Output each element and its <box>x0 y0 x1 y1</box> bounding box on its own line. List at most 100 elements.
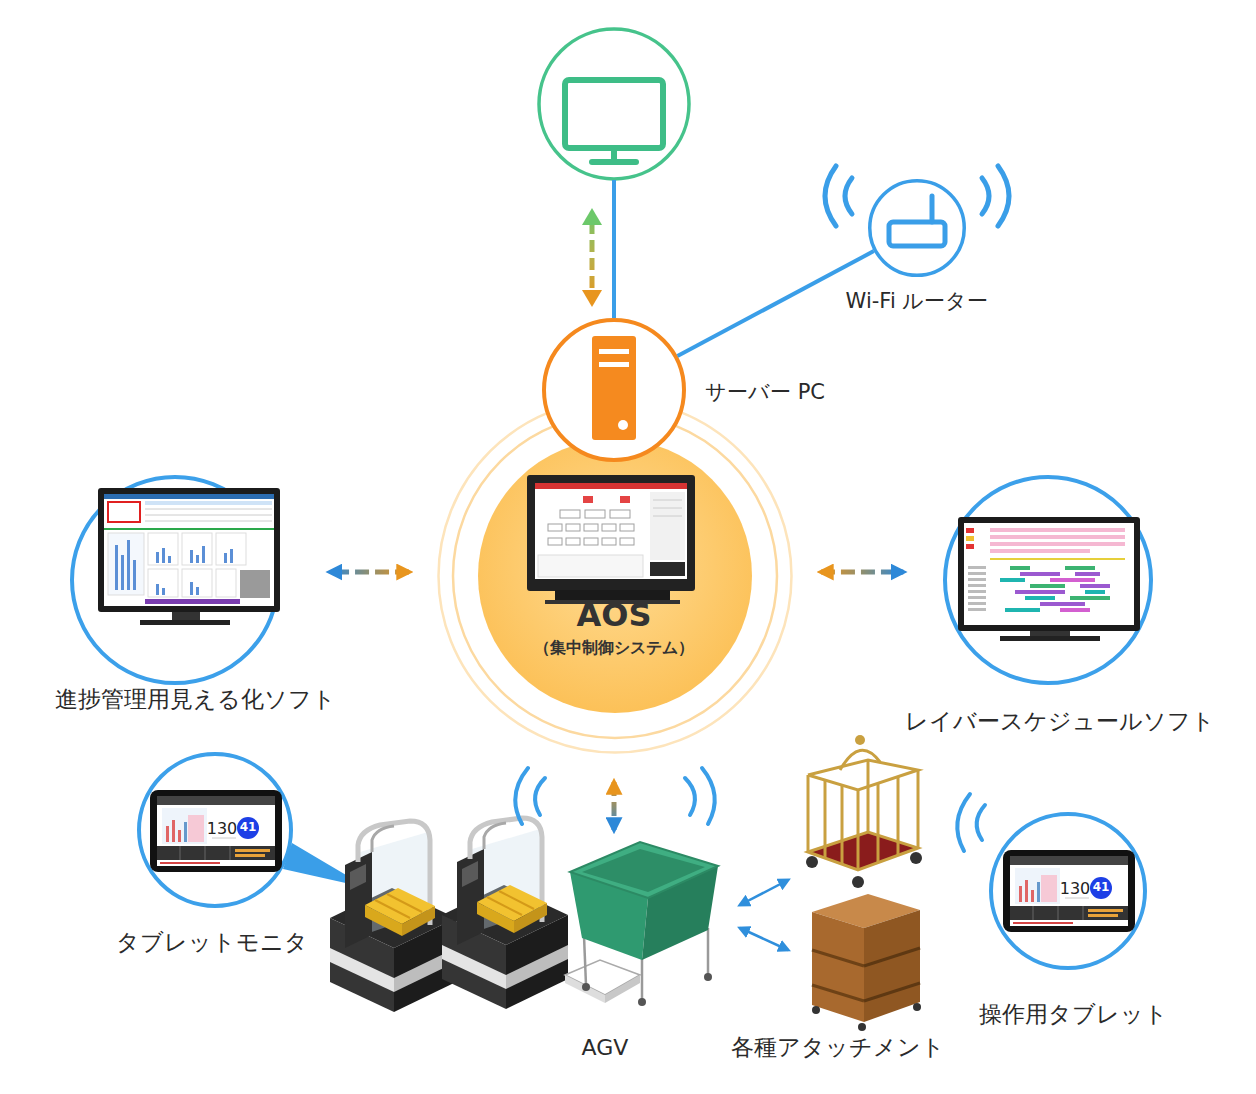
signal-waves-part <box>957 794 970 851</box>
node-box: レイバースケジュールソフト <box>943 475 1153 685</box>
wooden-shelf <box>812 894 921 1031</box>
system-ring <box>453 414 777 738</box>
node-outline <box>943 475 1153 685</box>
bell-cart-part-part <box>867 760 870 832</box>
wooden-shelf-part-part <box>858 1023 866 1031</box>
wooden-shelf-part-part <box>913 1003 921 1011</box>
callout-pointer <box>283 843 368 888</box>
system-ring <box>439 400 792 753</box>
wifi-waves-part <box>825 166 836 226</box>
connector <box>740 880 788 905</box>
bell-cart-part-part <box>807 775 810 852</box>
connector <box>821 570 903 575</box>
node-circle <box>72 477 278 683</box>
connector <box>330 570 409 575</box>
cart-agv-part <box>570 842 718 898</box>
cart-agv-part-part <box>704 973 712 981</box>
wooden-shelf-part <box>812 894 920 928</box>
bell-cart-part-part <box>824 780 827 858</box>
node-box: Wi-Fi ルーター <box>868 179 966 277</box>
wooden-shelf-part <box>812 950 864 966</box>
node-box: 進捗管理用見える化ソフト <box>70 475 280 685</box>
node-circle <box>991 814 1145 968</box>
wifi-waves-part <box>998 166 1009 226</box>
display-circle-part <box>565 80 663 148</box>
bell-cart-part-part <box>841 785 844 864</box>
cart-agv-part <box>582 973 712 1006</box>
wooden-shelf-part-part <box>812 1006 820 1014</box>
wifi-waves-part <box>845 178 852 214</box>
cart-agv-part-part <box>638 998 646 1006</box>
connector <box>677 251 873 356</box>
bell-cart <box>806 735 922 888</box>
node-outline <box>542 318 686 462</box>
node-outline <box>70 475 280 685</box>
bell-cart-part-part <box>917 770 920 848</box>
bell-cart-part <box>855 735 865 745</box>
wooden-shelf-part <box>864 948 920 966</box>
screen-value: 41 <box>1093 881 1110 894</box>
wooden-shelf-part <box>864 983 920 1001</box>
cart-agv-part <box>584 928 708 1000</box>
signal-waves-part <box>977 805 985 840</box>
cart-agv-part <box>605 975 640 1003</box>
cart-agv-part <box>582 849 705 892</box>
cart-agv-part-part <box>582 983 590 991</box>
cart-agv-part <box>565 960 640 995</box>
display-link-part <box>582 208 602 225</box>
wooden-shelf-part <box>812 912 864 1022</box>
bell-cart-part-part <box>840 750 880 770</box>
display-link-part <box>612 180 616 318</box>
signal-waves-part <box>685 778 695 815</box>
bell-cart-part-part <box>808 760 918 790</box>
display-circle-part <box>539 29 689 179</box>
cart-agv-part-part <box>584 936 586 985</box>
node-circle <box>544 320 684 460</box>
signal-waves-part <box>535 778 545 815</box>
connector <box>612 782 617 830</box>
node-outline <box>868 179 966 277</box>
signal-waves-part <box>515 768 528 824</box>
node-circle <box>945 477 1151 683</box>
system-core <box>478 439 752 713</box>
cart-agv-part-part <box>641 958 644 1000</box>
cart-agv-part <box>570 872 648 960</box>
node-label: 操作用タブレット <box>979 1002 1168 1027</box>
node-label: （集中制御システム） <box>534 639 694 657</box>
bell-cart-part-part <box>897 777 900 855</box>
wooden-shelf-part <box>812 1003 921 1031</box>
display-circle-part <box>592 159 636 165</box>
cart-agv-part <box>642 866 718 960</box>
signal-waves <box>515 768 985 851</box>
screen-value: 41 <box>240 821 257 834</box>
node-label: サーバー PC <box>705 381 825 404</box>
node-circle <box>139 754 291 906</box>
node-label: タブレットモニタ <box>116 930 308 955</box>
bell-cart-part <box>806 852 922 888</box>
bell-cart-part-part <box>852 876 864 888</box>
wooden-shelf-part <box>812 985 864 1001</box>
node-label: 進捗管理用見える化ソフト <box>55 687 336 712</box>
agv-robot-1 <box>330 821 456 1012</box>
display-circle-part <box>611 150 617 161</box>
signal-waves-part <box>702 768 715 824</box>
cart-agv-part-part <box>707 928 710 975</box>
wifi-waves-part <box>982 178 989 214</box>
bell-cart-part-part <box>857 790 860 870</box>
node-circle <box>870 181 965 276</box>
node-label: AOS <box>576 598 651 633</box>
wooden-shelf-part <box>864 910 920 1022</box>
display-link-part <box>582 290 602 307</box>
display-link <box>582 180 614 318</box>
bell-cart-part-part <box>910 852 922 864</box>
node-label: 各種アタッチメント <box>731 1035 945 1060</box>
screen-value: 130 <box>1060 880 1091 898</box>
node-label: レイバースケジュールソフト <box>905 709 1215 734</box>
node-label: AGV <box>582 1036 629 1060</box>
bell-cart-part <box>808 750 918 870</box>
bell-cart-part-part <box>806 856 818 868</box>
display-link-part <box>590 222 595 293</box>
node-box: サーバー PC <box>542 318 686 462</box>
connector <box>740 928 788 950</box>
